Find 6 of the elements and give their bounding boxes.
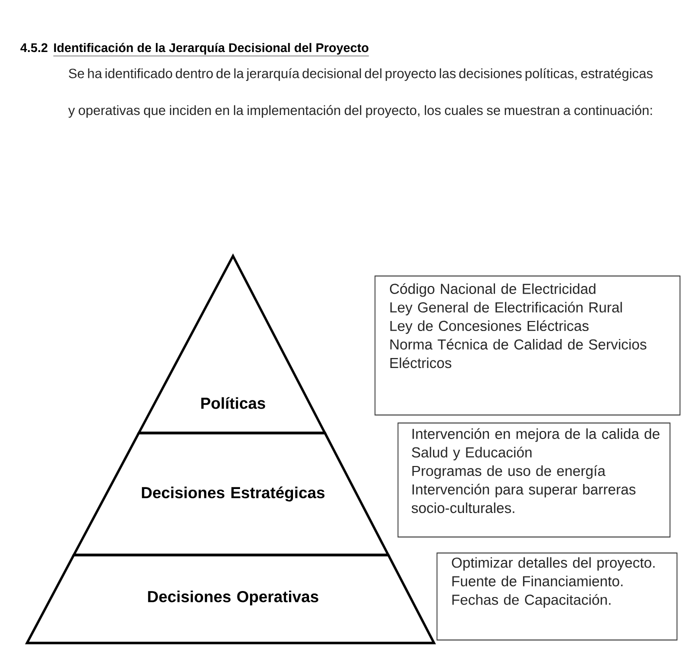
paragraph: Se ha identificado dentro de la jerarquía decisional del proyecto las decisiones políticas, estratégicas y operativas que inciden en la implementación del proyecto, los cuales se muestran a continuación: xyxy=(68,68,653,118)
section-number: 4.5.2 xyxy=(20,43,48,52)
text-box: Optimizar detalles del proyecto. Fuente de Financiamiento. Fechas de Capacitación. xyxy=(436,552,678,640)
section-heading: Identificación de la Jerarquía Decisional del Proyecto xyxy=(53,42,370,56)
text-box: Código Nacional de Electricidad Ley General de Electrificación Rural Ley de Concesiones Eléctricas Norma Técnica de Calidad de Servicios Eléctricos xyxy=(374,276,680,416)
text-box: Intervención en mejora de la calida de Salud y Educación Programas de uso de energía Intervención para superar barreras socio-culturales. xyxy=(398,422,670,538)
